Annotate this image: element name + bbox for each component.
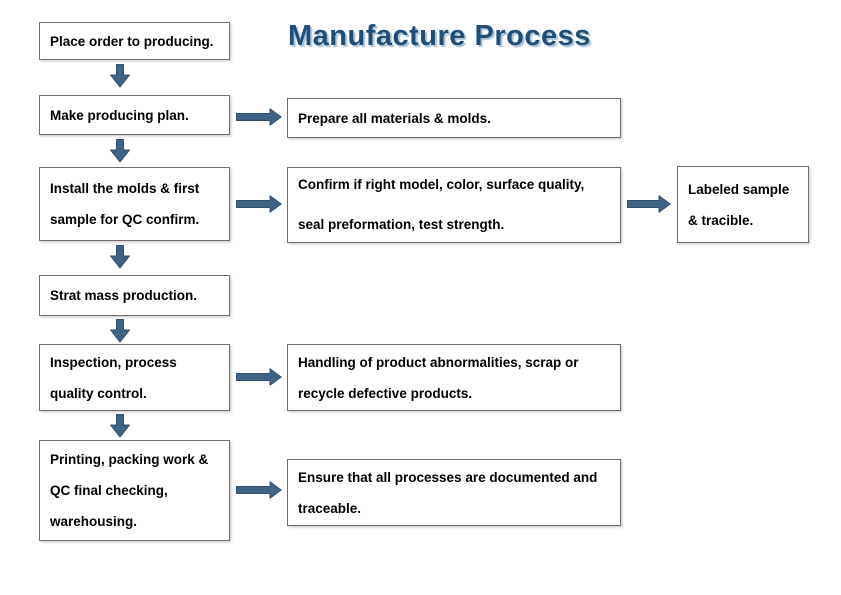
flow-step-box-6: Printing, packing work & QC final checki… [39,440,230,541]
flow-step-box-5: Inspection, process quality control. [39,344,230,411]
arrow-down-icon [110,64,130,88]
detail-box-1: Prepare all materials & molds. [287,98,621,138]
flow-step-box-1: Place order to producing. [39,22,230,60]
arrow-right-icon [236,481,282,499]
arrow-down-icon [110,319,130,343]
flow-step-label: Printing, packing work & QC final checki… [50,452,209,529]
detail-label: Confirm if right model, color, surface q… [298,177,585,232]
flow-step-label: Strat mass production. [50,288,198,303]
detail-label: Prepare all materials & molds. [298,110,491,126]
flow-step-box-3: Install the molds & first sample for QC … [39,167,230,241]
arrow-right-icon [236,368,282,386]
flow-step-label: Install the molds & first sample for QC … [50,181,200,227]
detail-box-3: Handling of product abnormalities, scrap… [287,344,621,411]
flow-step-label: Place order to producing. [50,33,214,49]
flow-step-box-2: Make producing plan. [39,95,230,135]
flow-step-label: Inspection, process quality control. [50,354,177,401]
arrow-right-icon [236,195,282,213]
arrow-right-icon [627,195,671,213]
detail-box-2: Confirm if right model, color, surface q… [287,167,621,243]
detail-label: Handling of product abnormalities, scrap… [298,354,579,401]
page-title: Manufacture Process [288,20,591,52]
arrow-down-icon [110,139,130,163]
detail-label: Ensure that all processes are documented… [298,469,598,516]
arrow-down-icon [110,414,130,438]
flow-step-label: Make producing plan. [50,107,189,123]
arrow-down-icon [110,245,130,269]
result-box: Labeled sample & tracible. [677,166,809,243]
detail-box-4: Ensure that all processes are documented… [287,459,621,526]
result-label: Labeled sample & tracible. [688,181,790,228]
arrow-right-icon [236,108,282,126]
flow-step-box-4: Strat mass production. [39,275,230,316]
